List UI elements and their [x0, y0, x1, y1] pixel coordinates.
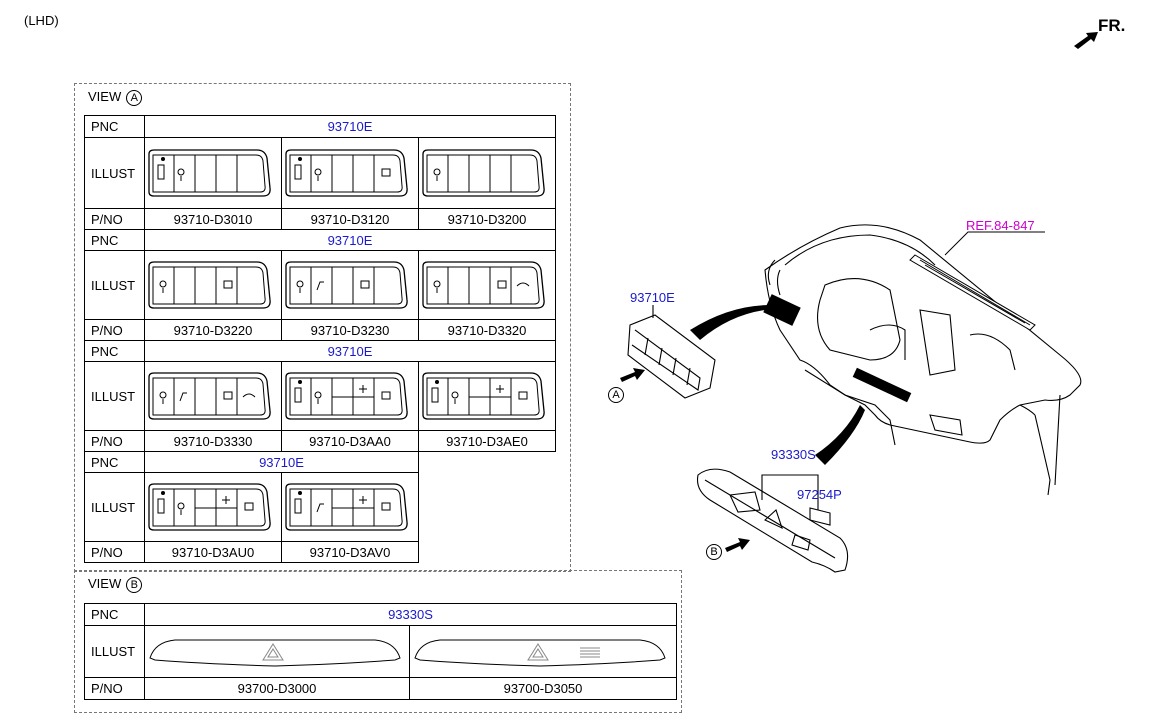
- pnc-header: PNC: [84, 115, 145, 138]
- switch-illustration: [418, 250, 556, 320]
- part-number: 93700-D3000: [144, 677, 410, 700]
- part-number: 93710-D3AE0: [418, 430, 556, 452]
- view-a-table: PNC 93710E ILLUST P/NO 93710-D3010 93710…: [84, 115, 556, 563]
- part-number: 93710-D3320: [418, 319, 556, 341]
- switch-illustration: [281, 472, 419, 542]
- part-number: 93710-D3010: [144, 208, 282, 230]
- front-arrow-icon: [1072, 30, 1102, 50]
- switch-illust-d3ae0: [422, 372, 545, 420]
- panel-illustration: [409, 625, 677, 678]
- view-a-frame: [74, 83, 571, 572]
- view-b-marker: B: [126, 577, 143, 593]
- leader-arrow-panel: [815, 405, 865, 465]
- panel-illustration: [144, 625, 410, 678]
- pnc-value: 93710E: [144, 340, 556, 362]
- switch-illust-d3320: [422, 261, 545, 309]
- switch-pnc-label: 93710E: [630, 290, 675, 305]
- pnc-value: 93710E: [144, 229, 556, 251]
- hazard-icon: [527, 642, 549, 660]
- switch-illust-d3120: [285, 149, 408, 197]
- view-b-table: PNC 93330S ILLUST P/NO 93700-D3000 93700…: [84, 603, 677, 700]
- view-b-title: VIEW B: [88, 576, 143, 593]
- switch-illust-d3aa0: [285, 372, 408, 420]
- dashboard-outline: [764, 224, 1082, 496]
- switch-illust-d3330: [148, 372, 271, 420]
- illust-header: ILLUST: [84, 137, 145, 209]
- switch-illustration: [418, 137, 556, 209]
- view-a-marker: A: [126, 90, 143, 106]
- pno-header: P/NO: [84, 208, 145, 230]
- pnc-value: 93330S: [144, 603, 677, 626]
- illust-header: ILLUST: [84, 625, 145, 678]
- switch-illust-d3230: [285, 261, 408, 309]
- view-b-frame: [74, 570, 682, 713]
- hazard-panel-d3000: [149, 639, 401, 667]
- dashboard-diagram: [620, 224, 1082, 573]
- sub-pnc-label: 97254P: [797, 487, 842, 502]
- switch-location: [763, 294, 801, 326]
- pno-header: P/NO: [84, 541, 145, 563]
- marker-b-text: B: [706, 544, 722, 560]
- part-number: 93710-D3200: [418, 208, 556, 230]
- ref-label: REF.84-847: [966, 218, 1035, 233]
- switch-illustration: [281, 250, 419, 320]
- panel-location: [852, 367, 912, 403]
- view-a-title: VIEW A: [88, 89, 143, 106]
- switch-illust-d3200: [422, 149, 545, 197]
- panel-pnc-label: 93330S: [771, 447, 816, 462]
- switch-illust-d3au0: [148, 483, 271, 531]
- part-number: 93710-D3AU0: [144, 541, 282, 563]
- marker-a: A: [608, 385, 624, 403]
- pnc-header: PNC: [84, 340, 145, 362]
- switch-block: [627, 305, 716, 399]
- pnc-header: PNC: [84, 229, 145, 251]
- pno-header: P/NO: [84, 677, 145, 700]
- switch-illustration: [144, 137, 282, 209]
- switch-illust-d3av0: [285, 483, 408, 531]
- switch-illustration: [144, 361, 282, 431]
- switch-illustration: [281, 137, 419, 209]
- hazard-panel-d3050: [414, 639, 666, 667]
- switch-illust-d3010: [148, 149, 271, 197]
- vent-grille-icon: [580, 647, 600, 657]
- illust-header: ILLUST: [84, 472, 145, 542]
- switch-illustration: [144, 472, 282, 542]
- part-number: 93710-D3220: [144, 319, 282, 341]
- part-number: 93710-D3230: [281, 319, 419, 341]
- view-a-arrow-icon: [620, 368, 645, 382]
- view-a-title-text: VIEW: [88, 89, 122, 104]
- front-label: FR.: [1098, 16, 1126, 35]
- pnc-header: PNC: [84, 451, 145, 473]
- hazard-icon: [262, 642, 284, 660]
- part-number: 93710-D3120: [281, 208, 419, 230]
- switch-illust-d3220: [148, 261, 271, 309]
- part-number: 93700-D3050: [409, 677, 677, 700]
- pnc-header: PNC: [84, 603, 145, 626]
- illust-header: ILLUST: [84, 361, 145, 431]
- view-b-arrow-icon: [725, 538, 750, 552]
- pnc-value: 93710E: [144, 451, 419, 473]
- part-number: 93710-D3AA0: [281, 430, 419, 452]
- pnc-value: 93710E: [144, 115, 556, 138]
- illust-header: ILLUST: [84, 250, 145, 320]
- drive-side-label: (LHD): [24, 13, 59, 28]
- switch-illustration: [281, 361, 419, 431]
- part-number: 93710-D3330: [144, 430, 282, 452]
- leader-arrow-switch: [690, 305, 770, 340]
- switch-illustration: [418, 361, 556, 431]
- marker-a-text: A: [608, 387, 624, 403]
- pno-header: P/NO: [84, 430, 145, 452]
- switch-illustration: [144, 250, 282, 320]
- marker-b: B: [706, 542, 722, 560]
- view-b-title-text: VIEW: [88, 576, 122, 591]
- defrost-vent: [909, 254, 1036, 331]
- pno-header: P/NO: [84, 319, 145, 341]
- part-number: 93710-D3AV0: [281, 541, 419, 563]
- hazard-panel: [696, 468, 849, 573]
